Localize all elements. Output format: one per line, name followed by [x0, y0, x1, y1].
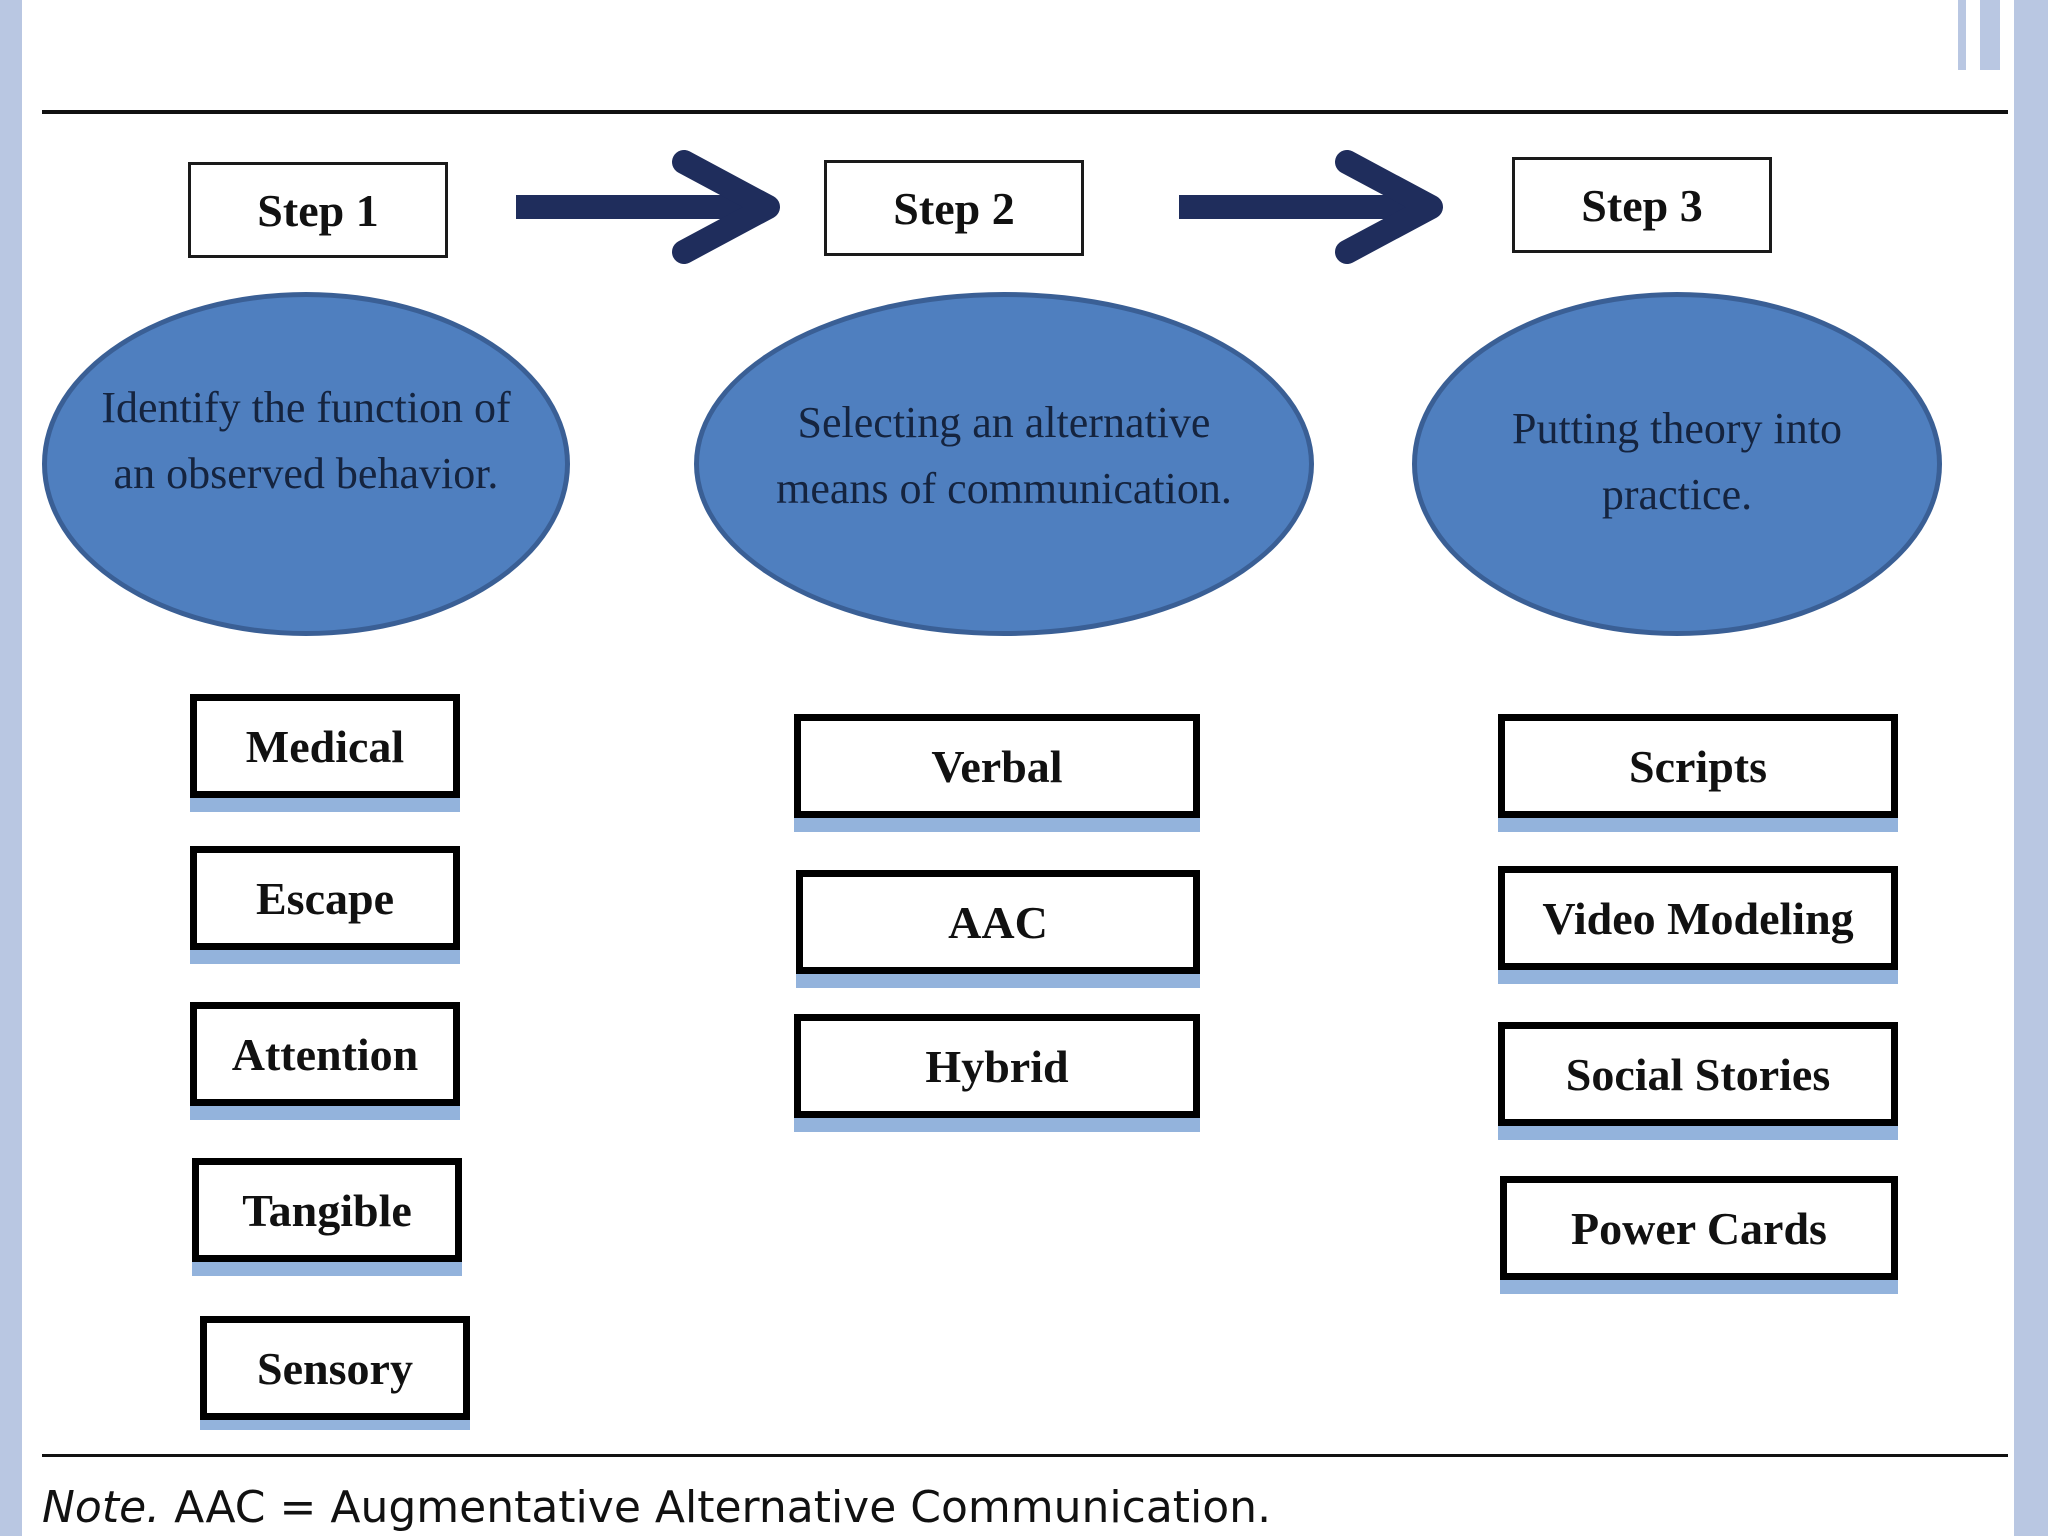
step-1-box: Step 1	[188, 162, 448, 258]
footnote-prefix: Note.	[42, 1482, 161, 1533]
footnote: Note. AAC = Augmentative Alternative Com…	[42, 1480, 1271, 1536]
communication-box-hybrid: Hybrid	[794, 1014, 1200, 1132]
category-label: Sensory	[200, 1316, 470, 1420]
practice-label: Video Modeling	[1498, 866, 1898, 970]
footnote-text: AAC = Augmentative Alternative Communica…	[160, 1482, 1272, 1533]
arrow-2	[1179, 150, 1443, 264]
category-box-medical: Medical	[190, 694, 460, 812]
step-3-label: Step 3	[1581, 179, 1703, 231]
step-2-ellipse: Selecting an alternative means of commun…	[694, 292, 1314, 636]
practice-box-video-modeling: Video Modeling	[1498, 866, 1898, 984]
category-label: Tangible	[192, 1158, 462, 1262]
corner-decoration	[1958, 0, 1966, 70]
step-3-description-line-2: practice.	[1601, 470, 1753, 519]
communication-label: Hybrid	[794, 1014, 1200, 1118]
bottom-rule	[42, 1454, 2008, 1457]
step-1-ellipse: Identify the function of an observed beh…	[42, 292, 570, 636]
top-rule	[42, 110, 2008, 114]
arrow-1	[516, 150, 780, 264]
right-frame-bar	[2014, 0, 2048, 1536]
category-label: Medical	[190, 694, 460, 798]
communication-label: Verbal	[794, 714, 1200, 818]
right-frame-gap	[2008, 0, 2014, 1536]
step-2-description-line-2: means of communication.	[776, 464, 1232, 513]
step-1-description-line-2: an observed behavior.	[113, 449, 499, 498]
step-3-ellipse: Putting theory into practice.	[1412, 292, 1942, 636]
category-box-sensory: Sensory	[200, 1316, 470, 1430]
category-box-escape: Escape	[190, 846, 460, 964]
practice-box-power-cards: Power Cards	[1500, 1176, 1898, 1294]
category-label: Escape	[190, 846, 460, 950]
communication-box-aac: AAC	[796, 870, 1200, 988]
corner-decoration	[1980, 0, 2000, 70]
flow-arrows	[516, 150, 1443, 264]
step-3-box: Step 3	[1512, 157, 1772, 253]
left-frame-bar	[0, 0, 22, 1536]
practice-label: Scripts	[1498, 714, 1898, 818]
practice-box-social-stories: Social Stories	[1498, 1022, 1898, 1140]
step-2-box: Step 2	[824, 160, 1084, 256]
practice-box-scripts: Scripts	[1498, 714, 1898, 832]
step-2-description-line-1: Selecting an alternative	[797, 398, 1211, 447]
communication-box-verbal: Verbal	[794, 714, 1200, 832]
communication-label: AAC	[796, 870, 1200, 974]
step-1-description-line-1: Identify the function of	[101, 383, 511, 432]
category-box-tangible: Tangible	[192, 1158, 462, 1276]
practice-label: Power Cards	[1500, 1176, 1898, 1280]
category-label: Attention	[190, 1002, 460, 1106]
step-3-description-line-1: Putting theory into	[1512, 404, 1842, 453]
practice-label: Social Stories	[1498, 1022, 1898, 1126]
category-box-attention: Attention	[190, 1002, 460, 1120]
step-1-label: Step 1	[257, 184, 379, 236]
step-2-label: Step 2	[893, 182, 1015, 234]
